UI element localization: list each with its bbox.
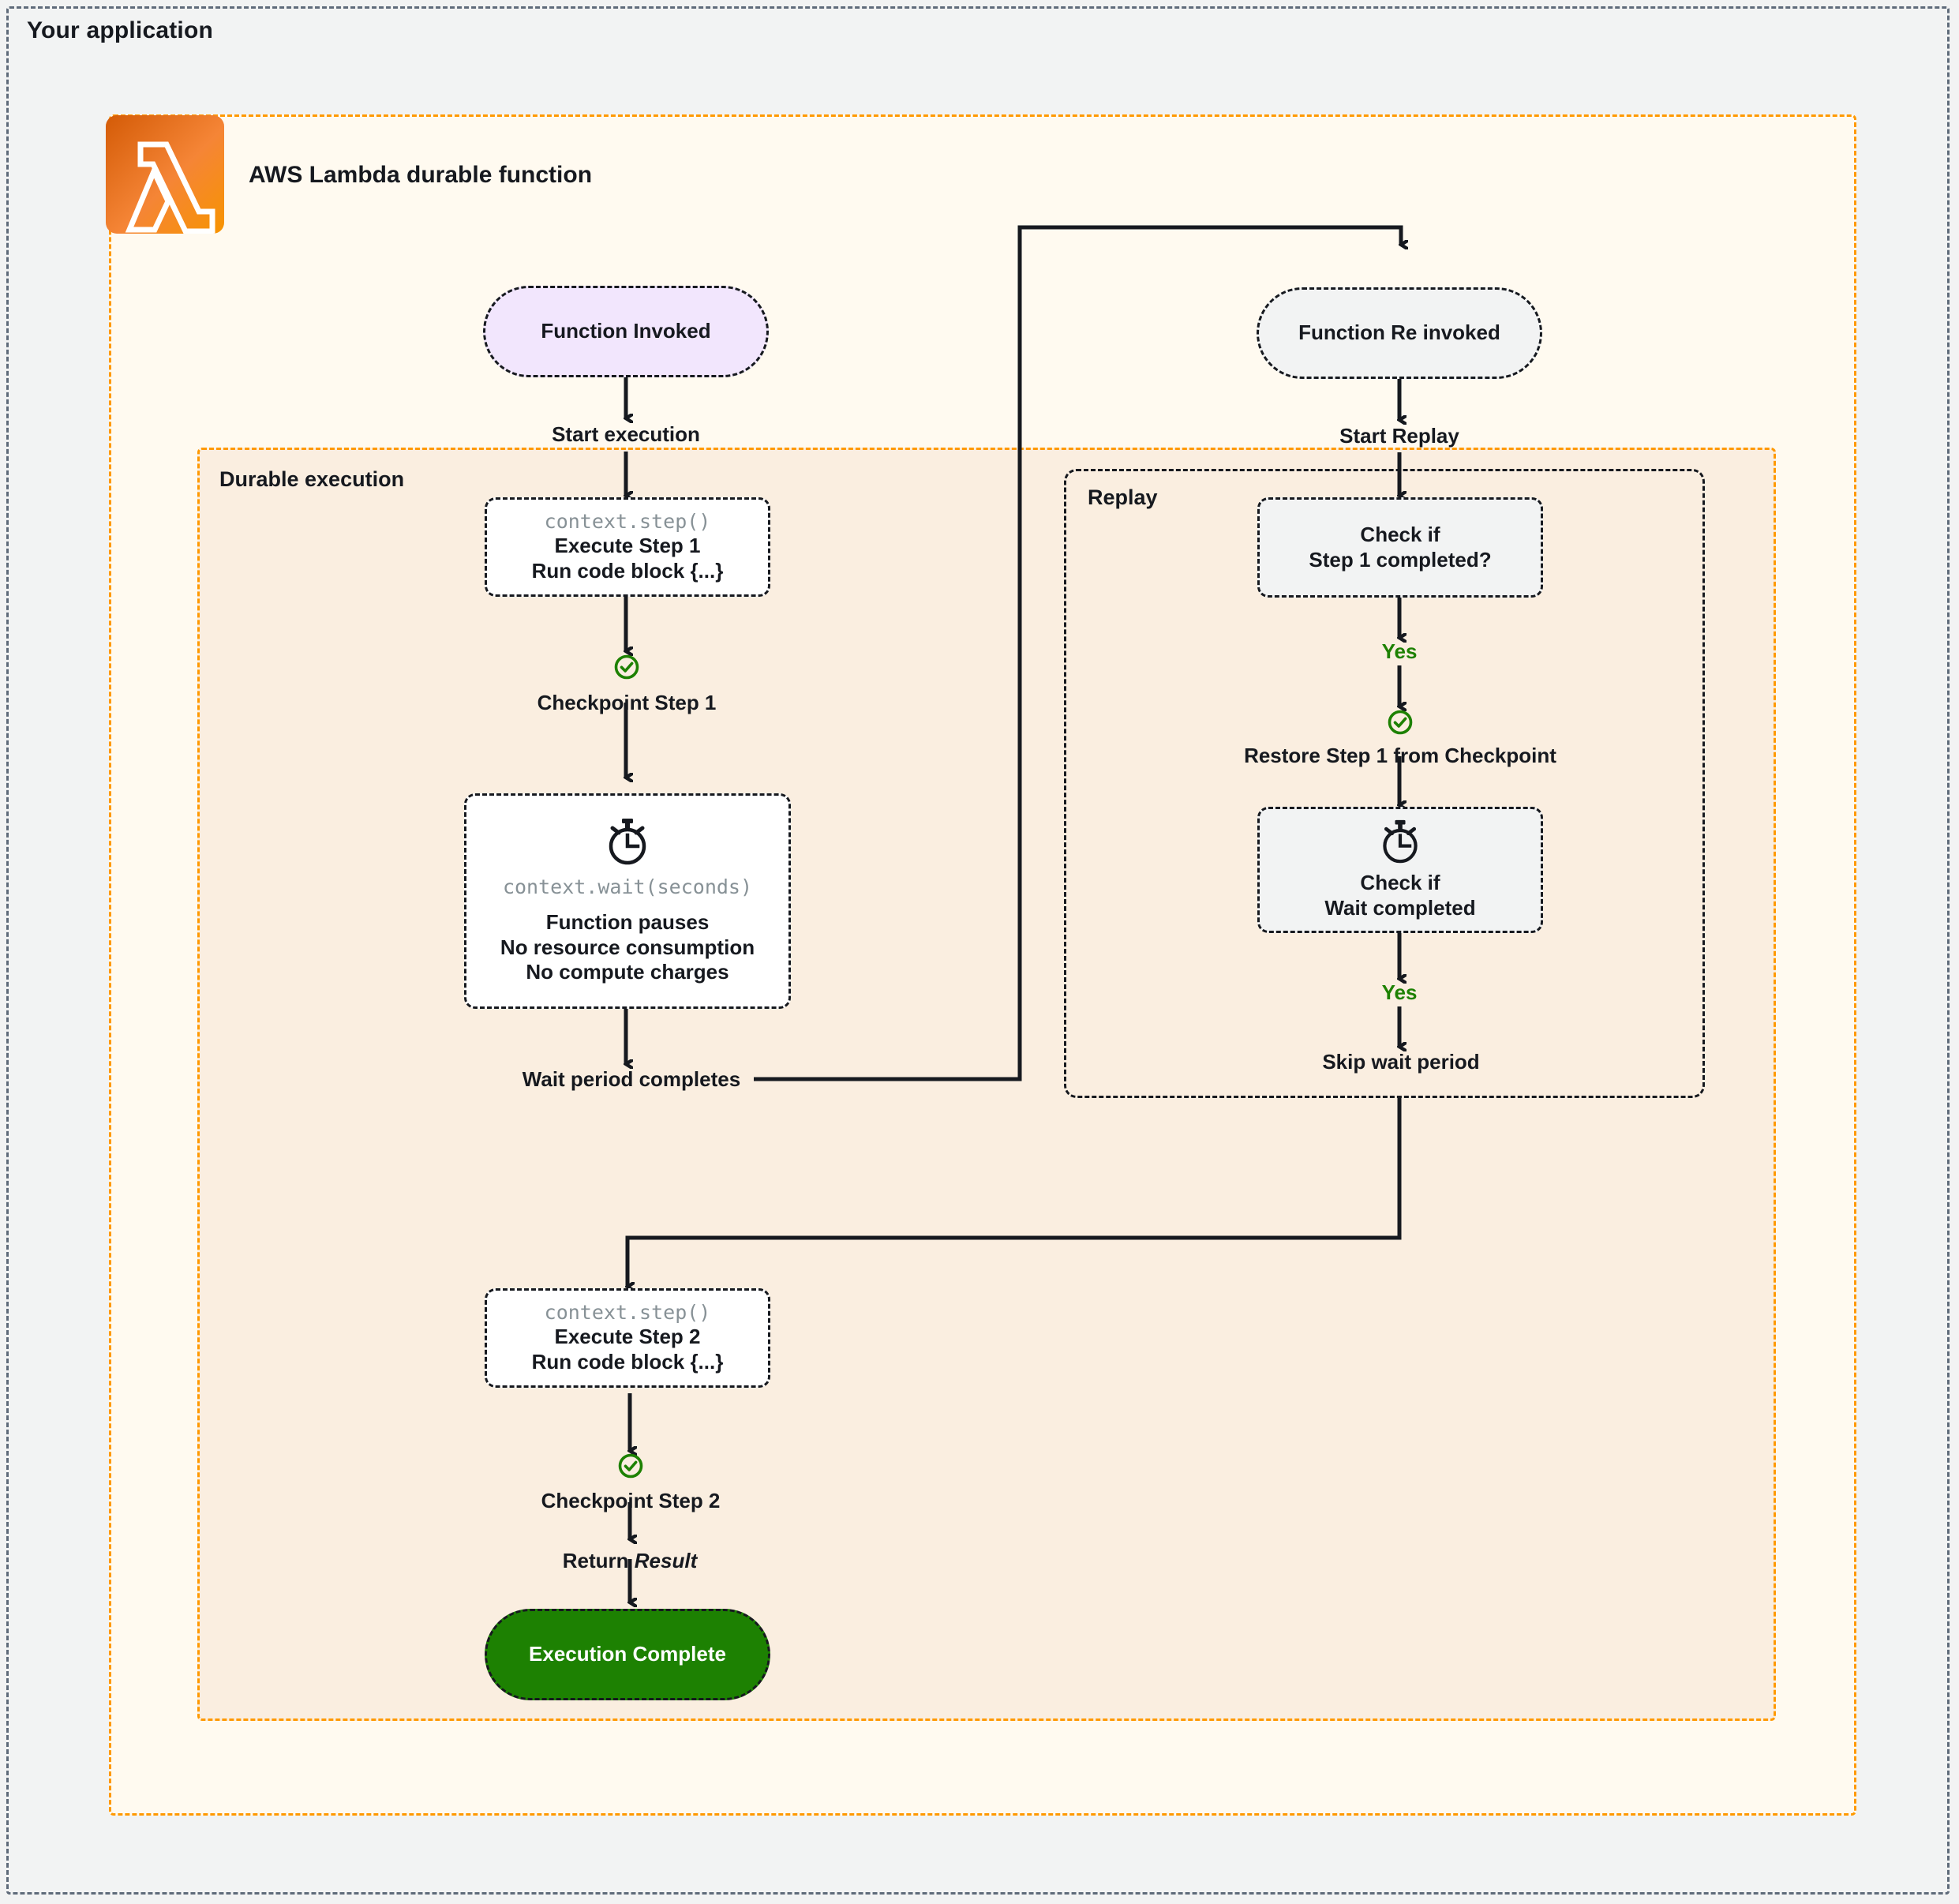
node-check-step-1-line2: Step 1 completed? bbox=[1309, 547, 1492, 572]
aws-lambda-icon bbox=[106, 115, 224, 234]
node-check-step-1-completed[interactable]: Check if Step 1 completed? bbox=[1257, 497, 1543, 598]
node-function-invoked[interactable]: Function Invoked bbox=[483, 286, 769, 377]
node-context-wait-line2: No resource consumption bbox=[500, 935, 755, 959]
check-circle-icon bbox=[1387, 709, 1414, 736]
label-restore-step-1-from-checkpoint: Restore Step 1 from Checkpoint bbox=[1244, 744, 1556, 767]
label-wait-period-completes: Wait period completes bbox=[522, 1067, 741, 1091]
label-skip-wait-period: Skip wait period bbox=[1322, 1050, 1480, 1074]
node-context-wait[interactable]: context.wait(seconds) Function pauses No… bbox=[464, 793, 791, 1009]
edge-label-yes-step-1: Yes bbox=[1381, 639, 1418, 663]
replay-label: Replay bbox=[1088, 485, 1158, 509]
return-value: Result bbox=[634, 1549, 698, 1572]
node-execute-step-1-line1: Execute Step 1 bbox=[554, 534, 701, 558]
node-execute-step-2-line2: Run code block {...} bbox=[531, 1350, 724, 1374]
node-execution-complete-label: Execution Complete bbox=[529, 1642, 726, 1666]
stopwatch-icon bbox=[1378, 819, 1422, 864]
node-execute-step-2-code: context.step() bbox=[544, 1301, 711, 1325]
node-check-step-1-line1: Check if bbox=[1360, 522, 1440, 546]
return-prefix: Return bbox=[562, 1549, 635, 1572]
node-function-re-invoked-label: Function Re invoked bbox=[1298, 320, 1500, 345]
node-execution-complete[interactable]: Execution Complete bbox=[485, 1609, 770, 1700]
node-execute-step-1-code: context.step() bbox=[544, 510, 711, 534]
page-title: Your application bbox=[27, 17, 213, 43]
durable-execution-label: Durable execution bbox=[219, 467, 405, 491]
label-return-result: Return Result bbox=[551, 1549, 709, 1573]
node-execute-step-1[interactable]: context.step() Execute Step 1 Run code b… bbox=[485, 497, 770, 597]
edge-label-start-execution: Start execution bbox=[552, 422, 700, 446]
stopwatch-icon bbox=[604, 817, 651, 866]
node-check-wait-line1: Check if bbox=[1360, 871, 1440, 895]
node-function-re-invoked[interactable]: Function Re invoked bbox=[1257, 287, 1542, 379]
check-circle-icon bbox=[617, 1452, 644, 1479]
node-context-wait-line3: No compute charges bbox=[526, 960, 729, 984]
aws-lambda-label: AWS Lambda durable function bbox=[249, 162, 593, 188]
node-context-wait-code: context.wait(seconds) bbox=[502, 875, 753, 898]
edge-label-yes-wait: Yes bbox=[1381, 980, 1418, 1004]
edge-label-start-replay: Start Replay bbox=[1339, 424, 1459, 448]
check-circle-icon bbox=[613, 654, 640, 680]
node-check-wait-line2: Wait completed bbox=[1324, 896, 1476, 920]
label-checkpoint-step-2: Checkpoint Step 2 bbox=[541, 1489, 721, 1512]
node-function-invoked-label: Function Invoked bbox=[541, 319, 711, 343]
node-execute-step-2[interactable]: context.step() Execute Step 2 Run code b… bbox=[485, 1288, 770, 1388]
label-checkpoint-step-1: Checkpoint Step 1 bbox=[537, 691, 717, 714]
node-execute-step-2-line1: Execute Step 2 bbox=[554, 1325, 701, 1349]
node-check-wait-completed[interactable]: Check if Wait completed bbox=[1257, 807, 1543, 933]
node-execute-step-1-line2: Run code block {...} bbox=[531, 559, 724, 583]
node-context-wait-line1: Function pauses bbox=[545, 909, 710, 934]
